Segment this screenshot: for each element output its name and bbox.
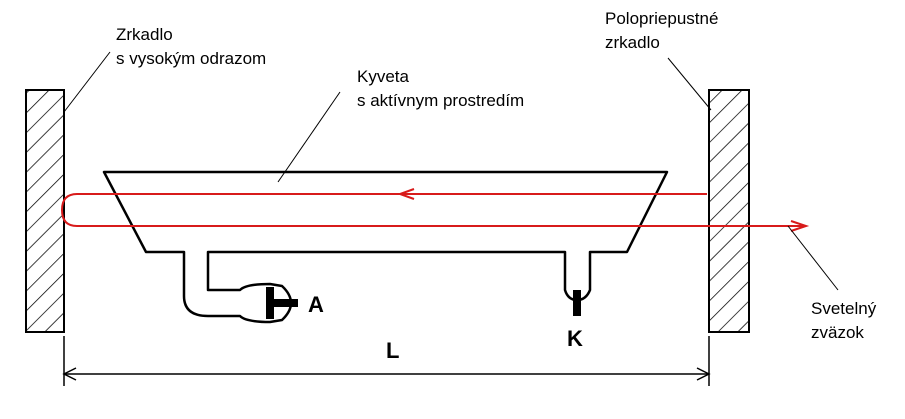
right-mirror: [708, 89, 750, 333]
light-beam: [60, 188, 810, 232]
left-mirror-label-2: s vysokým odrazom: [116, 49, 266, 68]
leader-cuvette: [277, 91, 341, 183]
cathode-label: K: [567, 326, 583, 351]
leader-right-mirror: [667, 57, 712, 111]
right-mirror-label-2: zrkadlo: [605, 33, 660, 52]
beam-label-1: Svetelný: [811, 299, 877, 318]
beam-label-2: zväzok: [811, 323, 864, 342]
length-dimension: [62, 336, 711, 386]
leader-beam: [787, 225, 839, 291]
anode-label: A: [308, 292, 324, 317]
left-mirror-label-1: Zrkadlo: [116, 25, 173, 44]
cathode-electrode: [573, 290, 581, 316]
anode-electrode: [266, 287, 298, 319]
cuvette-label-2: s aktívnym prostredím: [357, 91, 524, 110]
leader-left-mirror: [63, 51, 111, 113]
right-mirror-label-1: Polopriepustné: [605, 9, 718, 28]
length-label: L: [386, 338, 399, 363]
left-mirror: [25, 89, 65, 333]
cuvette-label-1: Kyveta: [357, 67, 410, 86]
